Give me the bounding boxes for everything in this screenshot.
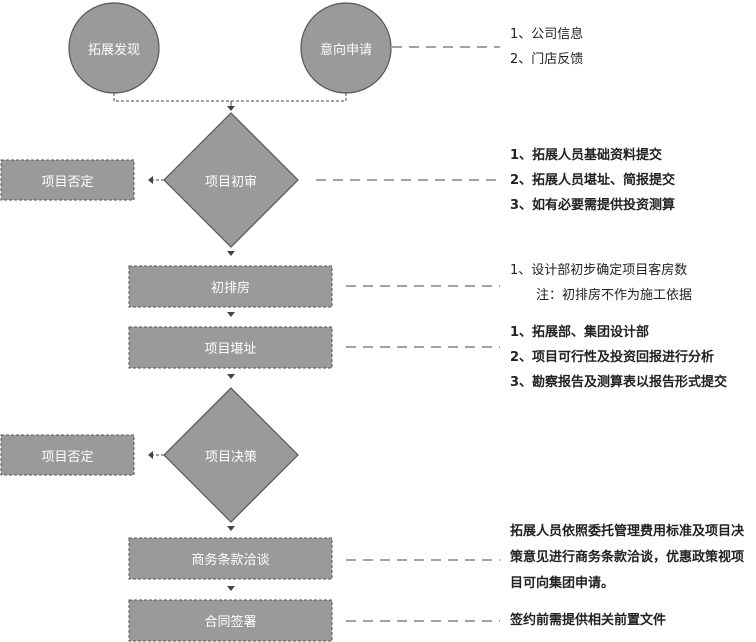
label-contract-signing: 合同签署 [204,614,257,630]
node-reject-2-box [0,434,135,476]
label-initial-review: 项目初审 [204,174,257,190]
note-site-survey-line-2: 2、项目可行性及投资回报进行分析 [510,350,715,365]
note-site-survey-line-3: 3、勘察报告及测算表以报告形式提交 [510,375,728,390]
note-intent-line-2: 2、门店反馈 [510,52,584,67]
note-signing: 签约前需提供相关前置文件 [510,613,667,628]
label-intent-application: 意向申请 [319,42,372,58]
arrowhead [227,586,235,591]
node-site-survey-box [128,326,333,369]
node-preliminary-rooms-box [128,265,333,308]
note-negotiation: 拓展人员依照委托管理费用标准及项目决策意见进行商务条款洽谈，优惠政策视项目可向集… [510,524,745,591]
note-initial-review-line-3: 3、如有必要需提供投资测算 [510,198,676,213]
arrowhead [148,176,153,184]
node-business-negotiation-box [128,537,333,580]
note-preliminary-rooms: 1、设计部初步确定项目客房数 注：初排房不作为施工依据 [510,258,692,308]
label-expand-discovery: 拓展发现 [87,42,140,58]
note-initial-review-line-2: 2、拓展人员堪址、简报提交 [510,173,676,188]
note-preliminary-rooms-line-1: 1、设计部初步确定项目客房数 [510,263,688,278]
arrowhead [227,106,235,111]
note-preliminary-rooms-line-2: 注：初排房不作为施工依据 [536,288,693,303]
label-site-survey: 项目堪址 [204,341,257,357]
note-initial-review: 1、拓展人员基础资料提交 2、拓展人员堪址、简报提交 3、如有必要需提供投资测算 [510,143,675,218]
note-site-survey: 1、拓展部、集团设计部 2、项目可行性及投资回报进行分析 3、勘察报告及测算表以… [510,320,727,395]
node-initial-review-diamond [163,112,299,248]
node-contract-signing-box [128,599,333,642]
arrowhead [227,312,235,317]
connector-circles-merge [113,93,347,102]
arrowhead [227,526,235,531]
arrowhead [227,251,235,256]
arrowhead [148,451,153,459]
note-site-survey-line-1: 1、拓展部、集团设计部 [510,325,650,340]
note-intent: 1、公司信息 2、门店反馈 [510,22,583,72]
note-intent-line-1: 1、公司信息 [510,27,584,42]
label-business-negotiation: 商务条款洽谈 [191,552,270,568]
node-reject-1-box [0,159,135,201]
arrowhead [227,374,235,379]
node-decision-diamond [163,387,299,523]
label-reject-1: 项目否定 [41,174,94,190]
label-decision: 项目决策 [204,449,257,465]
label-reject-2: 项目否定 [41,449,94,465]
label-preliminary-rooms: 初排房 [210,280,250,296]
note-initial-review-line-1: 1、拓展人员基础资料提交 [510,148,663,163]
